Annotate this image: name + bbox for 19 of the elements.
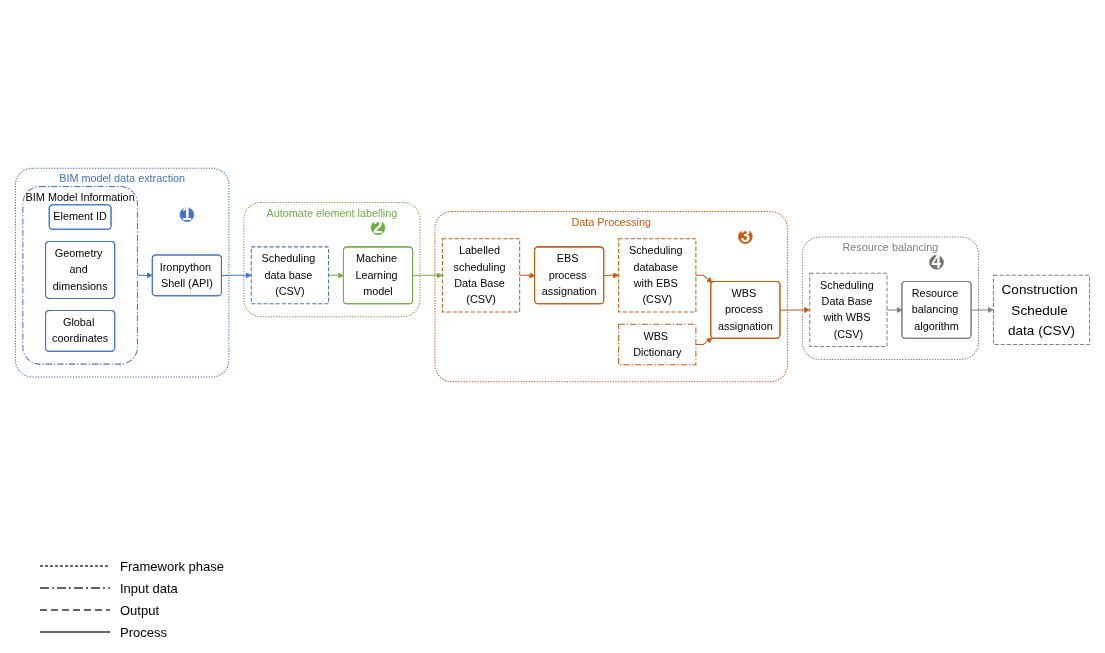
arrow	[412, 272, 443, 279]
node-circle: 1	[179, 207, 195, 222]
legend-label: Input data	[120, 580, 178, 596]
legend-label: Framework phase	[120, 558, 225, 574]
arrow	[603, 272, 619, 279]
node-box: Scheduling database with EBS (CSV)	[618, 238, 697, 313]
arrow	[221, 272, 252, 279]
node-circle: 2	[370, 220, 386, 235]
node-box: Construction Schedule data (CSV)	[992, 274, 1091, 345]
node-circle: 3	[738, 229, 753, 244]
node-box: Scheduling Data Base with WBS (CSV)	[809, 272, 888, 347]
arrow	[695, 337, 713, 345]
node-box: Labelled scheduling Data Base (CSV)	[441, 238, 521, 313]
node-circle: 4	[929, 255, 944, 270]
node-box: Scheduling data base (CSV)	[250, 246, 330, 305]
legend-label: Process	[120, 624, 167, 640]
arrow	[695, 274, 713, 283]
legend-label: Output	[120, 602, 160, 618]
node-box: WBS Dictionary	[618, 323, 697, 366]
